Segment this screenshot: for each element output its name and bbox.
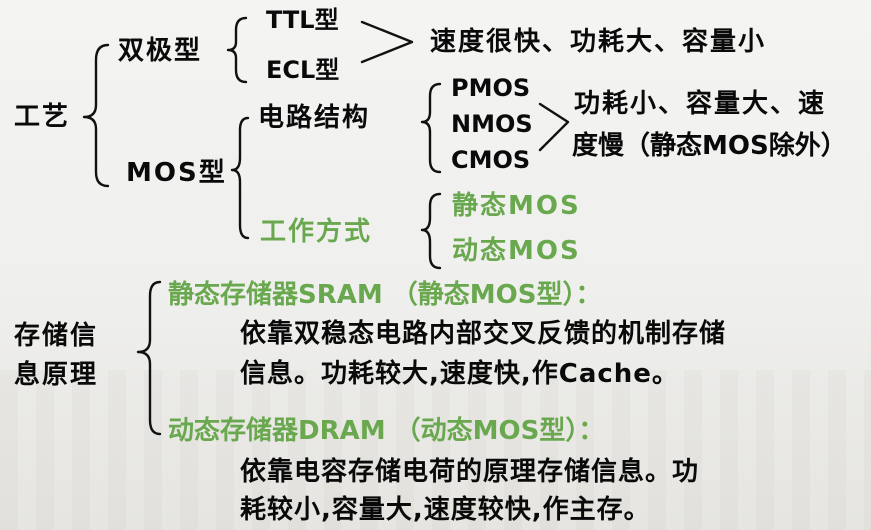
circuit-label: 电路结构	[258, 103, 371, 133]
sram-desc-line1: 依靠双稳态电路内部交叉反馈的机制存储	[240, 319, 727, 349]
circuit-note-line1: 功耗小、容量大、速	[574, 89, 827, 119]
storage-label-line1: 存储信	[14, 321, 99, 351]
mos-label: MOS型	[126, 158, 227, 188]
mode-label: 工作方式	[260, 217, 373, 247]
bipolar-label: 双极型	[118, 36, 203, 66]
brace-mos	[230, 116, 250, 240]
circuit-note-line2: 度慢（静态MOS除外）	[572, 131, 847, 161]
brace-mode	[420, 192, 442, 270]
circuit-type-nmos: NMOS	[451, 110, 533, 138]
brace-bipolar	[226, 16, 248, 84]
mode-type-dynamic: 动态MOS	[452, 236, 581, 266]
dram-desc-line2: 耗较小,容量大,速度较快,作主存。	[240, 495, 651, 525]
brace-circuit	[420, 82, 442, 174]
dram-desc-line1: 依靠电容存储电荷的原理存储信息。功	[240, 457, 700, 487]
bipolar-type-ttl: TTL型	[266, 6, 339, 34]
bipolar-type-ecl: ECL型	[266, 56, 340, 84]
bipolar-merge-arrow	[360, 20, 414, 64]
sram-title: 静态存储器SRAM （静态MOS型）：	[168, 280, 602, 310]
circuit-merge-arrow	[538, 102, 570, 152]
sram-desc-line2: 信息。功耗较大,速度快,作Cache。	[240, 359, 679, 389]
mode-type-static: 静态MOS	[452, 191, 581, 221]
storage-label-line2: 息原理	[14, 360, 99, 390]
brace-process	[82, 43, 110, 188]
circuit-type-pmos: PMOS	[451, 74, 531, 102]
process-label: 工艺	[14, 102, 71, 132]
bipolar-note: 速度很快、功耗大、容量小	[430, 27, 767, 57]
dram-title: 动态存储器DRAM （动态MOS型）：	[168, 416, 605, 446]
circuit-type-cmos: CMOS	[451, 146, 531, 174]
